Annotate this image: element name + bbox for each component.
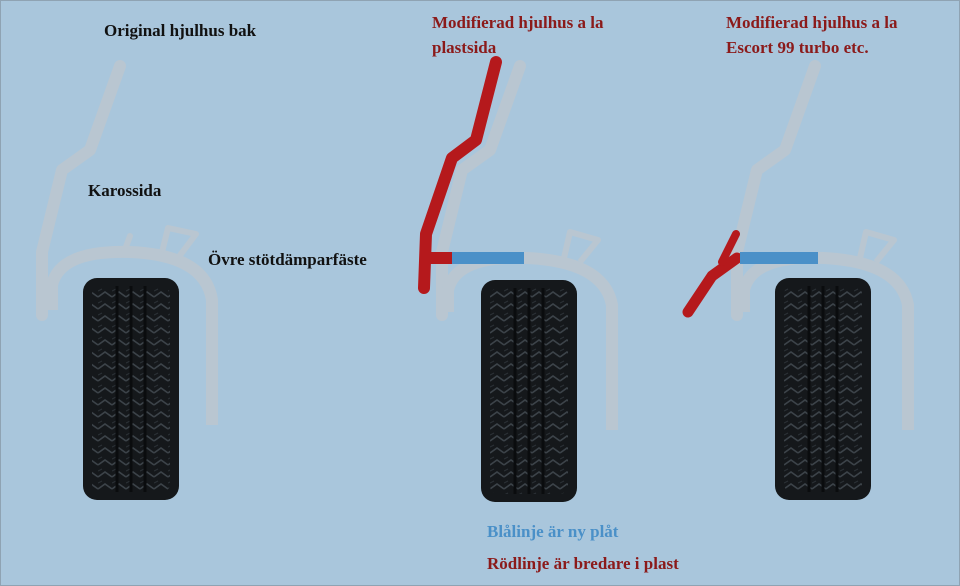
tire-icon [775, 278, 871, 500]
panel-plastsida [418, 56, 618, 502]
label-karossida: Karossida [88, 181, 162, 200]
label-original: Original hjulhus bak [104, 21, 257, 40]
shock-mount-icon [159, 225, 199, 260]
red-plastic-bracket [420, 252, 454, 264]
wheelhouse-outline [731, 60, 821, 321]
label-mod-escort-line1: Modifierad hjulhus a la [726, 13, 898, 32]
label-mod-escort-line2: Escort 99 turbo etc. [726, 38, 869, 57]
label-shock-mount: Övre stötdämparfäste [208, 250, 367, 269]
body-tab [121, 233, 133, 255]
red-plastic-flare [682, 252, 743, 318]
label-mod-plastsida-line2: plastsida [432, 38, 497, 57]
label-mod-plastsida-line1: Modifierad hjulhus a la [432, 13, 604, 32]
wheelhouse-outline [36, 60, 126, 321]
wheelhouse-arch [46, 245, 218, 425]
wheelhouse-arch [738, 251, 914, 430]
red-plastic-tab [718, 230, 740, 266]
legend-blue-new-sheet: Blålinje är ny plåt [487, 522, 619, 541]
blue-new-sheet [452, 252, 524, 264]
wheelhouse-arch [442, 251, 618, 430]
legend-red-plastic: Rödlinje är bredare i plast [487, 554, 679, 573]
panel-escort [682, 60, 914, 500]
tire-icon [83, 278, 179, 500]
shock-mount-icon [561, 229, 601, 264]
panel-original [36, 60, 218, 500]
shock-mount-icon [857, 229, 897, 264]
wheelhouse-outline [436, 60, 526, 321]
tire-icon [481, 280, 577, 502]
blue-new-sheet [740, 252, 818, 264]
